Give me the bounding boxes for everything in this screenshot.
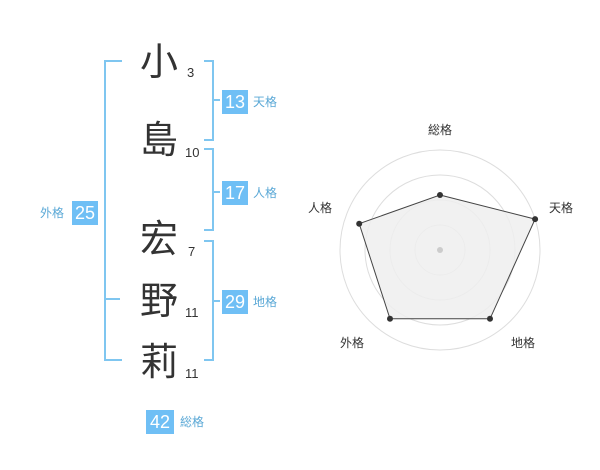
stroke-count-1: 3: [187, 65, 195, 80]
name-char-1: 小: [139, 40, 178, 84]
jinkaku-bracket-tick: [212, 191, 220, 193]
radar-point-3: [487, 315, 493, 322]
name-char-3: 宏: [139, 217, 178, 261]
radar-point-5: [356, 220, 363, 227]
radar-point-4: [387, 315, 393, 322]
soukaku-value-badge: 42: [146, 410, 174, 434]
radar-axis-label-chikaku: 地格: [511, 336, 536, 350]
radar-point-2: [532, 216, 539, 223]
radar-axis-label-jinkaku: 人格: [308, 201, 333, 215]
soukaku-label: 総格: [180, 415, 205, 429]
gaikaku-bracket: [104, 60, 122, 361]
name-char-4: 野: [139, 279, 178, 323]
stroke-count-2: 10: [185, 145, 200, 160]
jinkaku-value-badge: 17: [222, 181, 248, 205]
chikaku-bracket-tick: [212, 300, 220, 302]
stroke-count-3: 7: [188, 244, 196, 259]
radar-axis-label-gaikaku: 外格: [340, 336, 365, 350]
radar-center-dot: [437, 247, 443, 253]
radar-ring-4: [339, 149, 541, 351]
tenkaku-bracket-tick: [212, 99, 220, 101]
radar-point-1: [437, 192, 443, 198]
gaikaku-bracket-middle-tick: [104, 298, 120, 300]
radar-series-polygon: [358, 194, 536, 320]
radar-axis-label-soukaku: 総格: [428, 123, 453, 137]
jinkaku-bracket: [204, 148, 214, 231]
stroke-count-5: 11: [185, 366, 199, 381]
gaikaku-label: 外格: [40, 206, 65, 220]
chikaku-value-badge: 29: [222, 290, 248, 314]
chikaku-label: 地格: [253, 295, 278, 309]
name-char-2: 島: [139, 118, 178, 162]
tenkaku-value-badge: 13: [222, 90, 248, 114]
radar-axis-label-tenkaku: 天格: [549, 201, 574, 215]
jinkaku-label: 人格: [253, 186, 278, 200]
stroke-count-4: 11: [185, 305, 199, 320]
name-char-5: 莉: [139, 340, 178, 384]
tenkaku-label: 天格: [253, 95, 278, 109]
gaikaku-value-badge: 25: [72, 201, 98, 225]
